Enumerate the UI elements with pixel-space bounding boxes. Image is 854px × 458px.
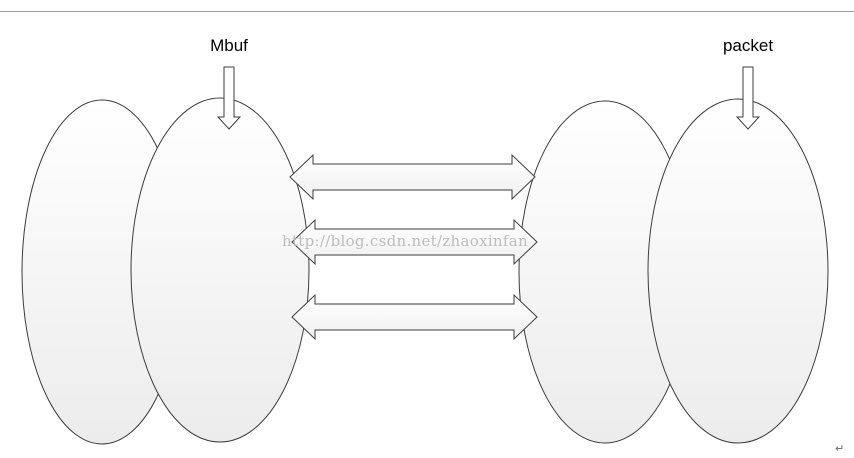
mbuf-ellipse xyxy=(130,97,310,443)
packet-ellipse xyxy=(647,98,829,444)
watermark-text: http://blog.csdn.net/zhaoxinfan xyxy=(282,232,528,250)
mbuf-label: Mbuf xyxy=(210,36,248,55)
packet-label: packet xyxy=(723,36,773,55)
double-arrow-2 xyxy=(291,218,538,266)
paragraph-mark: ↵ xyxy=(835,442,844,455)
double-arrow-1 xyxy=(289,153,536,201)
packet-down-arrow xyxy=(735,66,761,130)
double-arrow-3 xyxy=(291,293,538,341)
mbuf-down-arrow xyxy=(216,66,242,130)
